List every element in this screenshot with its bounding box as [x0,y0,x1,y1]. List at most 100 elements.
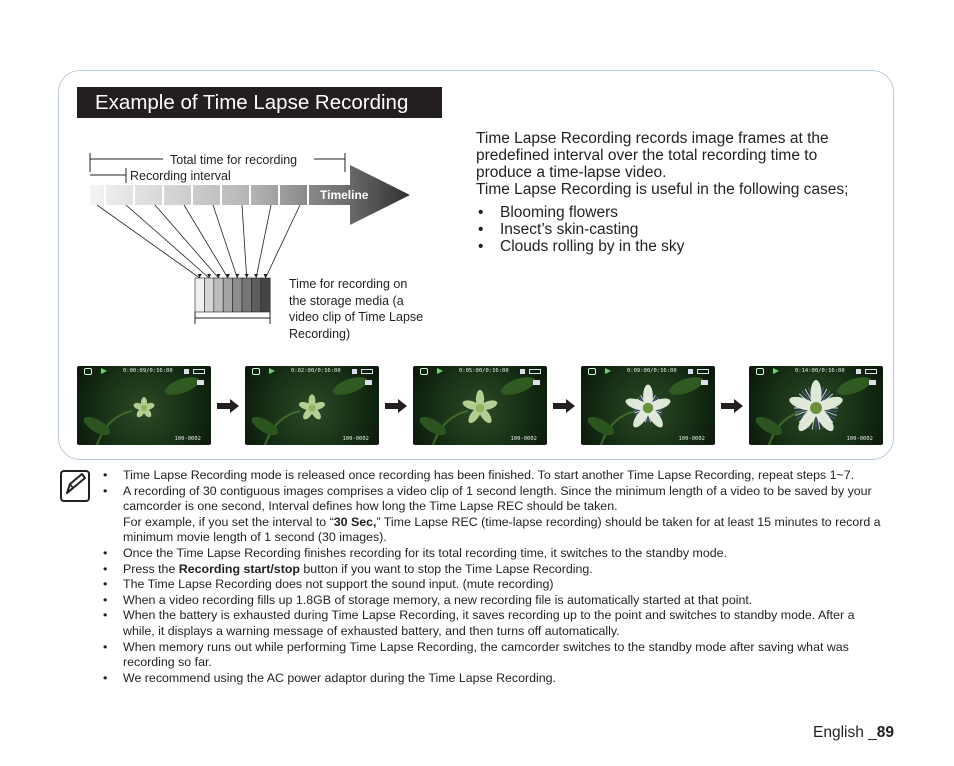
page-footer: English _89 [813,724,894,742]
frame-capture-line [154,204,219,279]
sequence-arrow-icon [553,399,575,413]
stored-frame [241,277,252,313]
sequence-arrow-icon [385,399,407,413]
recording-indicator-icon [101,368,107,374]
recording-thumbnail: 0:05:00/0:16:00 100-0002 [413,366,547,445]
total-time-label: Total time for recording [168,152,300,169]
flower-image [587,376,704,445]
frame-capture-line [125,204,210,279]
file-number: 100-0002 [174,436,202,442]
intro-text: Time Lapse Recording records image frame… [476,130,876,255]
note-item: A recording of 30 contiguous images comp… [102,484,882,546]
frame-capture-line [96,204,200,279]
frame-capture-arrowhead [197,274,202,278]
note-item: Once the Time Lapse Recording finishes r… [102,546,882,562]
recording-thumbnail: 0:09:00/0:16:00 100-0002 [581,366,715,445]
frame-capture-line [265,204,301,279]
storage-icon [520,369,525,374]
battery-icon [697,369,709,374]
battery-icon [193,369,205,374]
battery-icon [529,369,541,374]
file-number: 100-0002 [678,436,706,442]
recording-thumbnail: 0:02:00/0:16:00 100-0002 [245,366,379,445]
sequence-arrow-icon [721,399,743,413]
frame-capture-arrowhead [263,274,268,278]
frame-capture-arrowhead [216,274,221,278]
note-item: Press the Recording start/stop button if… [102,562,882,578]
file-number: 100-0002 [846,436,874,442]
file-number: 100-0002 [510,436,538,442]
recording-indicator-icon [269,368,275,374]
storage-icon [688,369,693,374]
stabilizer-icon [701,380,708,385]
mode-icon [756,368,764,375]
footer-language: English _ [812,724,877,741]
flower-image [755,376,872,445]
use-case-item: Clouds rolling by in the sky [476,238,876,255]
storage-icon [352,369,357,374]
timecode: 0:14:00/0:16:00 [795,368,845,374]
battery-icon [865,369,877,374]
recording-thumbnail: 0:14:00/0:16:00 100-0002 [749,366,883,445]
use-case-item: Insect’s skin-casting [476,221,876,238]
stored-frame [232,277,243,313]
intro-paragraph-1: Time Lapse Recording records image frame… [476,130,829,181]
stored-frame [251,277,262,313]
timecode: 0:05:00/0:16:00 [459,368,509,374]
frame-capture-line [255,204,272,279]
page-number: 89 [876,724,894,741]
frame-capture-arrowhead [235,274,240,278]
timecode: 0:00:09/0:16:00 [123,368,173,374]
stored-frame [194,277,205,313]
use-case-list: Blooming flowers Insect’s skin-casting C… [476,204,876,255]
timecode: 0:09:00/0:16:00 [627,368,677,374]
frame-capture-arrowhead [244,274,249,278]
mode-icon [84,368,92,375]
frame-capture-arrowhead [207,274,212,278]
stabilizer-icon [197,380,204,385]
timecode: 0:02:00/0:16:00 [291,368,341,374]
recording-indicator-icon [605,368,611,374]
stabilizer-icon [869,380,876,385]
frame-capture-arrowhead [225,274,230,278]
storage-icon [184,369,189,374]
sequence-arrow-icon [217,399,239,413]
recording-indicator-icon [437,368,443,374]
stored-frame [222,277,233,313]
interval-label: Recording interval [130,169,231,183]
battery-icon [361,369,373,374]
file-number: 100-0002 [342,436,370,442]
use-case-item: Blooming flowers [476,204,876,221]
frame-capture-arrowhead [254,274,259,278]
stabilizer-icon [365,380,372,385]
stored-frame [213,277,224,313]
note-item: When memory runs out while performing Ti… [102,640,882,671]
timeline-label: Timeline [320,188,369,202]
note-pencil-icon [60,470,90,502]
flower-image [419,376,536,445]
stored-frame [204,277,215,313]
notes-section: Time Lapse Recording mode is released on… [102,468,882,686]
mode-icon [420,368,428,375]
section-title: Example of Time Lapse Recording [77,87,442,118]
storage-icon [856,369,861,374]
flower-image [251,376,368,445]
timeline-diagram [89,153,410,324]
frame-capture-line [212,204,238,279]
mode-icon [588,368,596,375]
note-item: We recommend using the AC power adaptor … [102,671,882,687]
note-item: When the battery is exhausted during Tim… [102,608,882,639]
frame-capture-line [183,204,229,279]
storage-label: Time for recording on the storage media … [289,277,424,341]
mode-icon [252,368,260,375]
stored-frame [260,277,271,313]
note-item: When a video recording fills up 1.8GB of… [102,593,882,609]
flower-image [83,376,200,445]
intro-paragraph-2: Time Lapse Recording is useful in the fo… [476,181,849,198]
recording-indicator-icon [773,368,779,374]
note-item: The Time Lapse Recording does not suppor… [102,577,882,593]
recording-thumbnail: 0:00:09/0:16:00 100-0002 [77,366,211,445]
note-item: Time Lapse Recording mode is released on… [102,468,882,484]
frame-capture-line [241,204,248,279]
thumbnail-strip: 0:00:09/0:16:00 100-0002 0:02:00/0:16:00… [77,366,883,446]
